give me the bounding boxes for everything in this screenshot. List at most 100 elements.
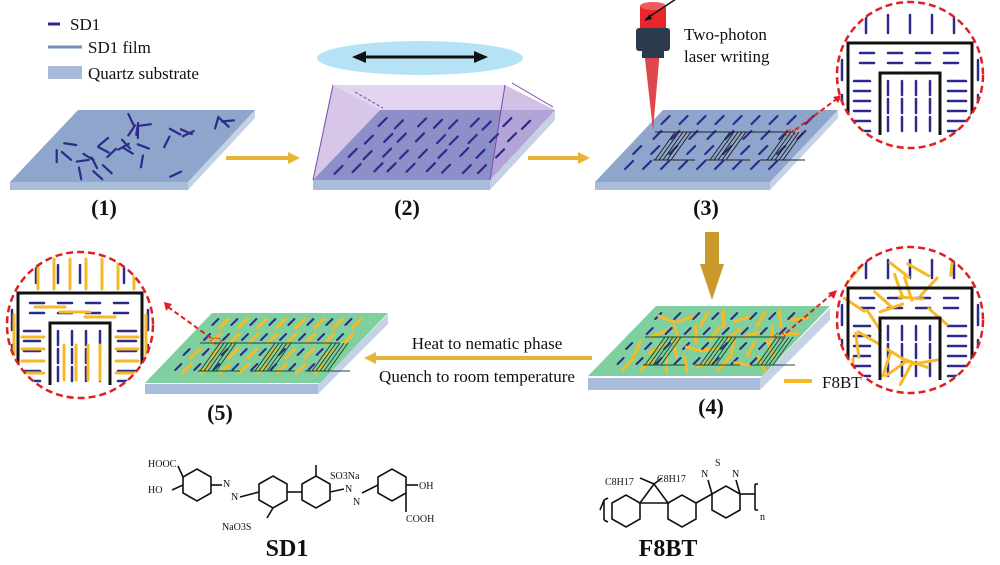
sd1-molecule: [211, 318, 220, 326]
sd1-molecule: [749, 159, 761, 171]
process-arrow-1-2: [226, 152, 300, 164]
f8bt-molecule: [769, 324, 775, 344]
sd1-molecule: [695, 159, 707, 171]
sd1-molecule: [488, 133, 500, 144]
step-1-molecules-random: [55, 112, 236, 181]
f8bt-molecule: [729, 339, 736, 359]
f8bt-molecule: [621, 356, 636, 372]
sd1-molecule: [239, 348, 248, 356]
f8bt-molecule: [781, 332, 801, 336]
sd1-molecule: [432, 118, 444, 129]
sd1-molecule: [396, 132, 407, 143]
sd1-molecule: [344, 318, 353, 326]
f8bt-molecule: [865, 309, 883, 333]
sd1-molecule: [373, 162, 384, 173]
f8bt-molecule: [698, 310, 710, 328]
f8bt-molecule: [682, 354, 689, 374]
sd1-molecule: [767, 159, 779, 171]
written-pattern: [653, 131, 805, 161]
f8bt-repeat-n: n: [760, 512, 765, 523]
sd1-molecule: [414, 132, 426, 143]
f8bt-molecule: [208, 347, 221, 360]
step-2-label: (2): [394, 195, 420, 220]
sd1-ho: HO: [148, 485, 162, 496]
sd1-molecule: [749, 357, 758, 365]
sd1-molecule: [298, 333, 307, 341]
legend-f8bt-label: F8BT: [822, 373, 862, 392]
sd1-molecule: [279, 333, 288, 341]
legend-substrate-swatch: [48, 66, 82, 79]
sd1-molecule: [287, 318, 296, 326]
sd1-molecule: [730, 357, 739, 365]
sd1-molecule: [120, 138, 132, 150]
heat-label: Heat to nematic phase: [412, 334, 563, 353]
f8bt-molecule: [703, 346, 723, 352]
legend-film-label: SD1 film: [88, 38, 151, 57]
f8bt-molecule: [708, 326, 721, 342]
sd1-molecule: [193, 363, 202, 371]
f8bt-molecule: [745, 340, 757, 358]
f8bt-molecule: [304, 332, 317, 345]
sd1-molecule: [787, 312, 796, 320]
sd1-molecule: [740, 144, 751, 156]
f8bt-molecule: [180, 362, 193, 375]
f8bt-molecule: [789, 316, 809, 322]
sd1-molecule: [476, 164, 488, 175]
sd1-molecule: [654, 357, 663, 365]
f8bt-molecule: [648, 329, 667, 339]
sd1-molecule: [250, 363, 259, 371]
f8bt-molecule: [856, 330, 881, 346]
sd1-molecule: [362, 150, 373, 161]
sd1-molecule: [106, 147, 118, 159]
sd1-molecule: [768, 114, 779, 126]
sd1-molecule: [182, 348, 191, 356]
sd1-molecule: [435, 134, 447, 145]
step-5-label: (5): [207, 400, 233, 425]
f8bt-molecule: [657, 314, 676, 324]
step-2-molecules-aligned: [333, 116, 532, 175]
sd1-molecule: [231, 363, 240, 371]
sd1-molecule: [203, 333, 212, 341]
f8bt-molecule: [350, 317, 363, 330]
sd1-molecule: [218, 117, 230, 128]
sd1-molecule: [696, 114, 707, 126]
sd1-molecule: [181, 129, 195, 138]
sd1-molecule: [645, 327, 654, 335]
f8bt-molecule: [716, 356, 731, 372]
sd1-molecule: [447, 119, 459, 130]
f8bt-molecule: [284, 347, 297, 360]
sd1-molecule: [644, 342, 653, 350]
laser-polarization-arrow: [645, 0, 676, 20]
sd1-molecule: [75, 158, 90, 163]
sd1-molecule: [683, 327, 692, 335]
written-pattern-4: [643, 336, 795, 366]
sd1-molecule: [230, 318, 239, 326]
process-arrow-4-5: [364, 352, 592, 364]
f8bt-structure: C8H17 C8H17 N S N n: [599, 458, 765, 528]
sd1-molecule: [386, 162, 397, 173]
f8bt-molecule: [888, 261, 911, 279]
sd1-molecule: [481, 120, 492, 131]
f8bt-molecule: [884, 360, 908, 378]
sd1-molecule: [258, 348, 267, 356]
sd1-molecule: [616, 357, 625, 365]
sd1-molecule: [758, 342, 767, 350]
f8bt-molecule: [293, 317, 306, 330]
sd1-molecule: [739, 342, 748, 350]
quench-label: Quench to room temperature: [379, 367, 575, 386]
f8bt-molecule: [912, 358, 939, 366]
sd1-molecule: [692, 357, 701, 365]
laser-beam: [644, 50, 660, 130]
f8bt-molecule: [266, 332, 279, 345]
sd1-name: SD1: [266, 536, 309, 562]
sd1-molecule: [469, 117, 480, 128]
f8bt-n-right: N: [732, 469, 739, 480]
sd1-molecule: [686, 144, 697, 156]
sd1-molecule: [750, 114, 761, 126]
sd1-molecule: [731, 159, 743, 171]
sd1-molecule: [136, 143, 151, 150]
f8bt-molecule: [873, 290, 894, 310]
sd1-molecule: [740, 327, 749, 335]
laser-text-line1: Two-photon: [684, 25, 767, 44]
